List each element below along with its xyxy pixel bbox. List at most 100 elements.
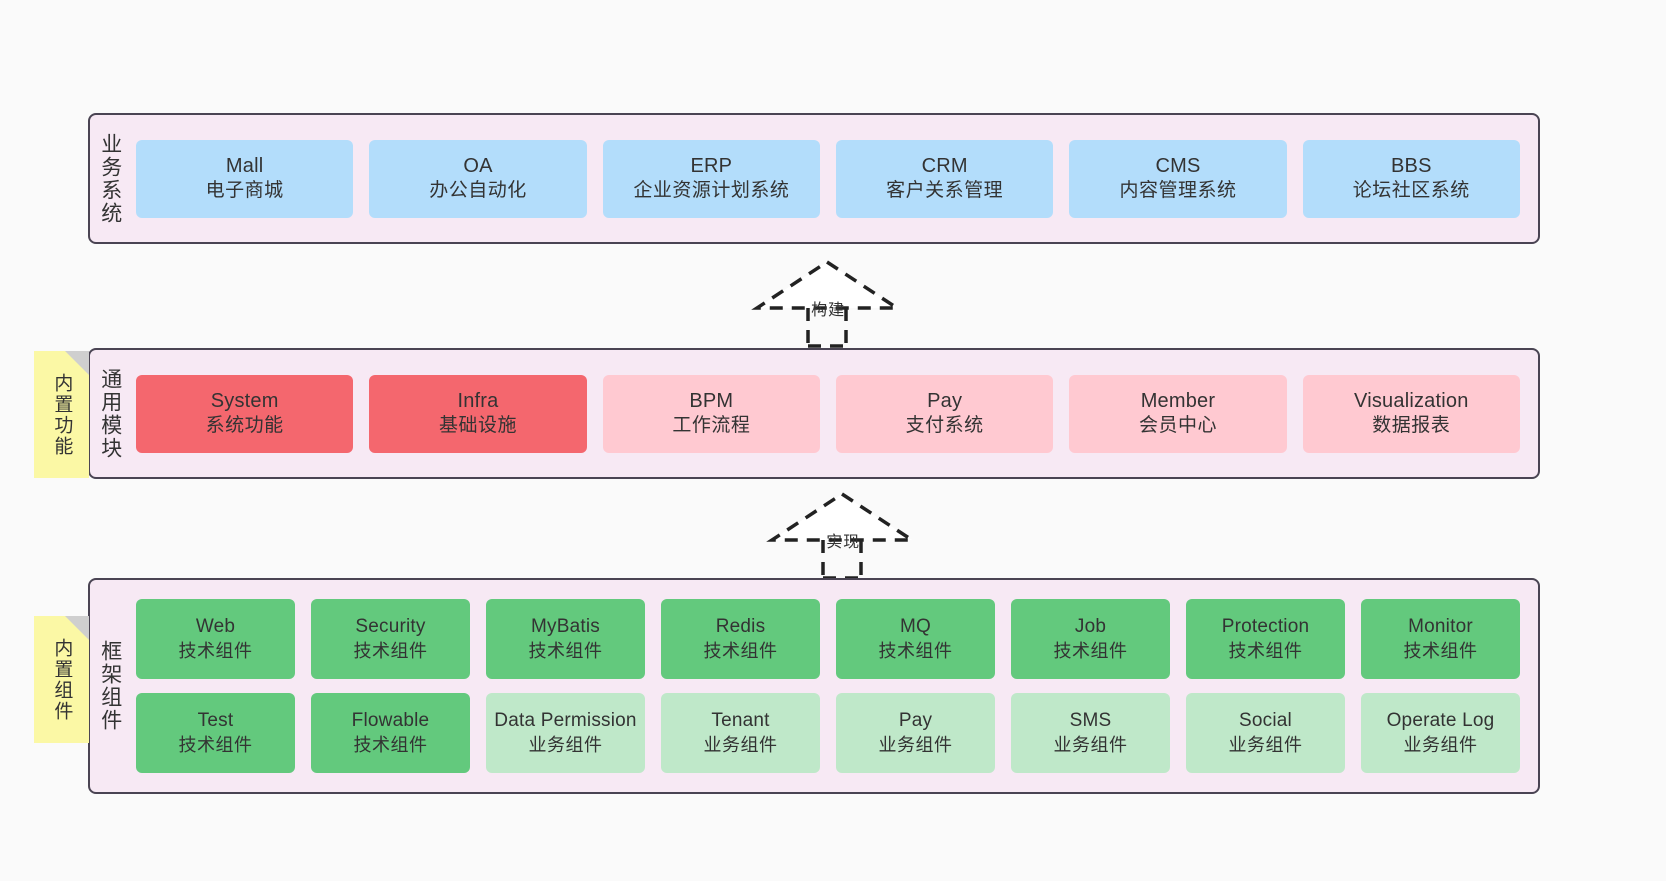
node-crm[interactable]: CRM 客户关系管理 — [835, 139, 1054, 218]
node-title-en: SMS — [1069, 710, 1112, 732]
node-title-en: Web — [195, 616, 236, 638]
node-title-en: Data Permission — [494, 710, 637, 732]
node-title-cn: 数据报表 — [1372, 415, 1451, 437]
node-member[interactable]: Member 会员中心 — [1069, 374, 1287, 453]
page-fold-icon — [65, 616, 89, 640]
node-title-cn: 办公自动化 — [429, 180, 527, 202]
node-title-en: Social — [1239, 710, 1292, 732]
node-data-permission[interactable]: Data Permission 业务组件 — [486, 693, 645, 773]
node-title-cn: 业务组件 — [1403, 734, 1478, 755]
node-title-cn: 电子商城 — [205, 180, 284, 202]
node-system[interactable]: System 系统功能 — [136, 374, 354, 453]
node-cms[interactable]: CMS 内容管理系统 — [1069, 139, 1287, 218]
node-title-en: ERP — [690, 154, 733, 177]
node-title-cn: 会员中心 — [1138, 415, 1217, 437]
node-bpm[interactable]: BPM 工作流程 — [602, 374, 820, 453]
node-title-en: Job — [1074, 616, 1107, 638]
node-title-en: Redis — [715, 616, 766, 638]
node-title-cn: 技术组件 — [878, 640, 953, 661]
node-flowable[interactable]: Flowable 技术组件 — [311, 693, 470, 773]
node-title-en: Security — [355, 616, 426, 638]
node-title-en: CMS — [1155, 154, 1201, 177]
band-framework-components: 框架组件 Web 技术组件 Security 技术组件 MyBatis 技术组件… — [88, 578, 1540, 794]
node-tenant[interactable]: Tenant 业务组件 — [661, 693, 820, 773]
connector-realize: 实现 — [752, 490, 932, 585]
node-erp[interactable]: ERP 企业资源计划系统 — [602, 139, 820, 218]
node-web[interactable]: Web 技术组件 — [136, 599, 295, 679]
node-title-en: Monitor — [1408, 616, 1473, 638]
band-title-business-systems: 业务系统 — [98, 132, 122, 225]
node-oa[interactable]: OA 办公自动化 — [369, 139, 587, 218]
node-visualization[interactable]: Visualization 数据报表 — [1302, 374, 1520, 453]
node-redis[interactable]: Redis 技术组件 — [661, 599, 820, 679]
node-title-en: Flowable — [351, 710, 430, 732]
node-pay-business[interactable]: Pay 业务组件 — [836, 693, 995, 773]
node-title-cn: 技术组件 — [1403, 640, 1478, 661]
connector-label-realize: 实现 — [826, 534, 861, 551]
node-row: Test 技术组件 Flowable 技术组件 Data Permission … — [136, 693, 1520, 773]
node-sms[interactable]: SMS 业务组件 — [1011, 693, 1170, 773]
node-title-cn: 工作流程 — [672, 415, 751, 437]
node-title-cn: 业务组件 — [1053, 734, 1128, 755]
node-title-en: Protection — [1221, 616, 1310, 638]
node-title-cn: 技术组件 — [1228, 640, 1303, 661]
connector-build: 构建 — [737, 258, 917, 353]
node-title-cn: 技术组件 — [703, 640, 778, 661]
node-title-en: Mall — [225, 154, 264, 177]
band-body-business-systems: Mall 电子商城 OA 办公自动化 ERP 企业资源计划系统 CRM 客户关系… — [130, 115, 1538, 242]
page-fold-icon — [65, 351, 89, 375]
note-label: 内置功能 — [51, 372, 73, 457]
node-mq[interactable]: MQ 技术组件 — [836, 599, 995, 679]
node-title-cn: 技术组件 — [528, 640, 603, 661]
node-title-cn: 企业资源计划系统 — [633, 180, 790, 202]
node-title-cn: 业务组件 — [878, 734, 953, 755]
node-title-en: Test — [197, 710, 234, 732]
node-title-cn: 技术组件 — [353, 640, 428, 661]
generalization-triangle-icon — [766, 491, 918, 542]
connector-label-build: 构建 — [811, 302, 846, 319]
node-title-en: Pay — [898, 710, 933, 732]
node-bbs[interactable]: BBS 论坛社区系统 — [1302, 139, 1520, 218]
node-title-cn: 业务组件 — [703, 734, 778, 755]
node-title-cn: 支付系统 — [905, 415, 984, 437]
band-common-modules: 通用模块 System 系统功能 Infra 基础设施 BPM 工作流程 Pay… — [88, 348, 1540, 479]
node-mall[interactable]: Mall 电子商城 — [136, 139, 354, 218]
node-monitor[interactable]: Monitor 技术组件 — [1361, 599, 1520, 679]
band-body-framework-components: Web 技术组件 Security 技术组件 MyBatis 技术组件 Redi… — [130, 580, 1538, 792]
node-title-en: Member — [1140, 389, 1216, 412]
node-title-en: Visualization — [1354, 389, 1469, 412]
band-title-common-modules: 通用模块 — [98, 367, 122, 460]
node-title-en: OA — [463, 154, 493, 177]
node-operate-log[interactable]: Operate Log 业务组件 — [1361, 693, 1520, 773]
node-pay[interactable]: Pay 支付系统 — [835, 374, 1054, 453]
node-title-en: Operate Log — [1386, 710, 1495, 732]
node-title-cn: 内容管理系统 — [1119, 180, 1237, 202]
node-mybatis[interactable]: MyBatis 技术组件 — [486, 599, 645, 679]
note-label: 内置组件 — [51, 637, 73, 722]
node-protection[interactable]: Protection 技术组件 — [1186, 599, 1345, 679]
node-social[interactable]: Social 业务组件 — [1186, 693, 1345, 773]
node-title-cn: 技术组件 — [178, 640, 253, 661]
node-row: Mall 电子商城 OA 办公自动化 ERP 企业资源计划系统 CRM 客户关系… — [136, 139, 1520, 218]
node-title-en: Tenant — [711, 710, 770, 732]
node-title-cn: 技术组件 — [353, 734, 428, 755]
node-title-cn: 业务组件 — [528, 734, 603, 755]
node-test[interactable]: Test 技术组件 — [136, 693, 295, 773]
band-body-common-modules: System 系统功能 Infra 基础设施 BPM 工作流程 Pay 支付系统… — [130, 350, 1538, 477]
node-title-en: System — [210, 389, 279, 412]
node-title-cn: 技术组件 — [178, 734, 253, 755]
node-row: System 系统功能 Infra 基础设施 BPM 工作流程 Pay 支付系统… — [136, 374, 1520, 453]
note-builtin-functions: 内置功能 — [34, 351, 89, 478]
band-title-framework-components: 框架组件 — [98, 640, 122, 732]
node-security[interactable]: Security 技术组件 — [311, 599, 470, 679]
node-row: Web 技术组件 Security 技术组件 MyBatis 技术组件 Redi… — [136, 599, 1520, 679]
node-title-cn: 技术组件 — [1053, 640, 1128, 661]
node-title-cn: 客户关系管理 — [886, 180, 1004, 202]
node-title-cn: 业务组件 — [1228, 734, 1303, 755]
node-job[interactable]: Job 技术组件 — [1011, 599, 1170, 679]
node-title-en: CRM — [921, 154, 968, 177]
node-title-en: Infra — [457, 389, 499, 412]
node-title-en: MyBatis — [531, 616, 600, 638]
node-infra[interactable]: Infra 基础设施 — [369, 374, 587, 453]
generalization-triangle-icon — [751, 259, 903, 310]
